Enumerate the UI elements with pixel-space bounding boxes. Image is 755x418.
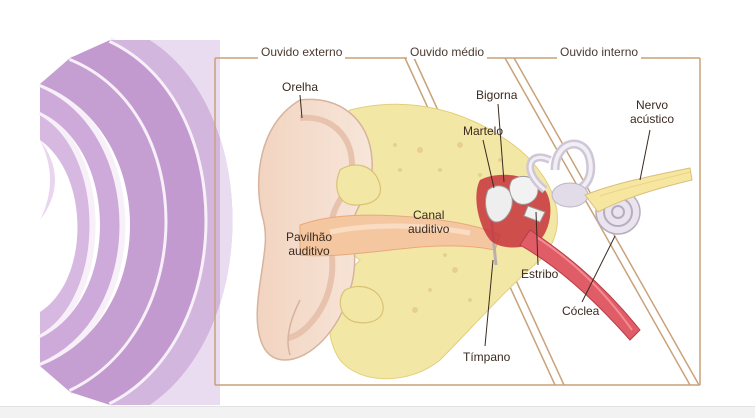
label-martelo: Martelo — [463, 124, 504, 138]
canal-cartilage-upper — [336, 164, 382, 206]
label-timpano: Tímpano — [463, 350, 511, 364]
inner-ear — [526, 139, 641, 235]
eustachian-tube — [519, 229, 641, 341]
label-nervo: Nervo acústico — [630, 98, 675, 126]
earlobe — [287, 299, 301, 356]
acoustic-nerve — [584, 167, 693, 213]
section-middle-ear: Ouvido médio — [407, 45, 488, 59]
stapes-bone — [523, 205, 546, 223]
label-coclea: Cóclea — [562, 304, 600, 318]
section-outer-ear: Ouvido externo — [258, 45, 346, 59]
malleus-bone — [485, 185, 513, 223]
label-estribo: Estribo — [521, 267, 559, 281]
label-bigorna: Bigorna — [476, 88, 518, 102]
label-canal: Canal auditivo — [408, 208, 450, 236]
section-inner-ear: Ouvido interno — [557, 45, 642, 59]
label-orelha: Orelha — [282, 80, 319, 94]
sound-waves — [38, 37, 233, 408]
leader-lines — [299, 94, 651, 347]
bone-texture — [393, 142, 502, 313]
label-pavilhao: Pavilhão auditivo — [286, 230, 333, 258]
bottom-scrollbar[interactable] — [0, 406, 755, 418]
canal-highlight — [329, 223, 471, 236]
canal-cartilage-lower — [339, 285, 384, 324]
ossicles — [485, 175, 546, 223]
